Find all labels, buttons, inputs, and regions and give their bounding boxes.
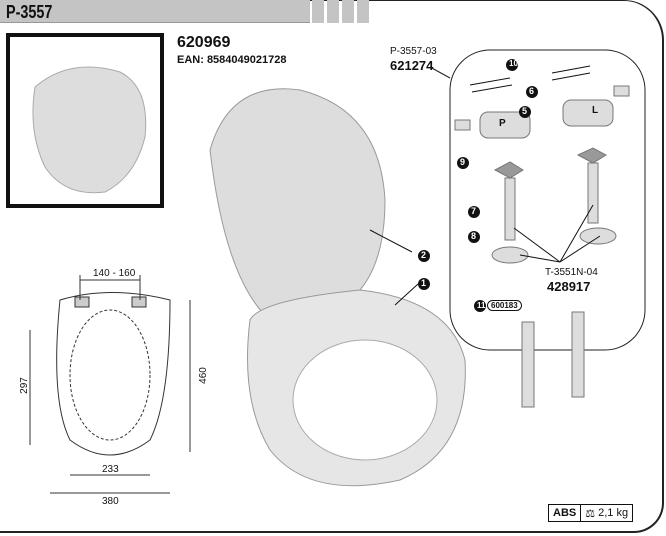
hinge-parts: [454, 65, 630, 408]
dim-inner-height: 297: [18, 377, 30, 394]
seat-thumbnail-image: [32, 66, 147, 194]
weight-icon: ⚖: [585, 507, 596, 520]
product-code: 620969: [177, 34, 231, 51]
seat-opening: [292, 339, 438, 461]
product-title: P-3557: [6, 2, 53, 22]
kit2-name: T-3551N-04: [545, 267, 598, 278]
ean-code: EAN: 8584049021728: [177, 54, 287, 66]
weight-value: 2,1 kg: [598, 507, 629, 519]
part11-code: 600183: [487, 300, 522, 311]
dim-width: 380: [102, 496, 119, 507]
spec-badge: ABS ⚖2,1 kg: [548, 504, 634, 522]
callout-6: 6: [529, 86, 535, 96]
product-thumbnail: [6, 33, 164, 208]
callout-11: 11: [477, 301, 486, 310]
kit2-code: 428917: [547, 279, 591, 294]
callout-7: 7: [471, 206, 477, 216]
callout-8: 8: [471, 231, 477, 241]
callout-2: 2: [421, 250, 427, 260]
header-stripes: [312, 0, 369, 23]
hinge-label-p: P: [499, 118, 506, 129]
callout-5: 5: [522, 106, 528, 116]
dim-hinge-spacing: 140 - 160: [93, 268, 136, 279]
callout-9: 9: [460, 157, 466, 167]
kit1-name: P-3557-03: [390, 46, 437, 57]
kit-outline: [449, 49, 646, 351]
hinge-label-l: L: [592, 105, 599, 116]
callout-markers: [418, 59, 538, 312]
dim-inner-width: 233: [102, 464, 119, 475]
material-label: ABS: [549, 505, 582, 521]
dim-length: 460: [197, 367, 209, 384]
kit1-code: 621274: [390, 58, 434, 73]
callout-1: 1: [421, 278, 427, 288]
callout-10: 10: [509, 59, 518, 68]
seat-lid: [209, 88, 386, 321]
dimension-drawing: [29, 275, 191, 494]
header-bar: P-3557: [0, 0, 310, 23]
